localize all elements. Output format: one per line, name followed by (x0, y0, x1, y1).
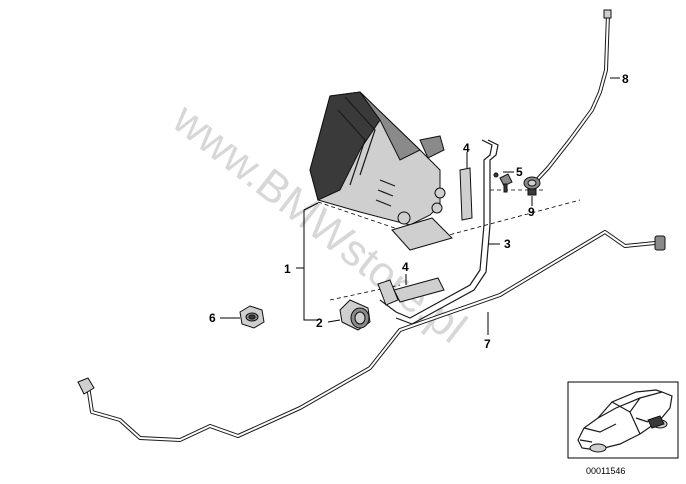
vent-pipe-long (77, 230, 666, 442)
callout-4-upper: 4 (463, 141, 470, 155)
charcoal-filter-canister (309, 91, 453, 251)
vent-pipe-upper (533, 9, 612, 184)
mounting-bracket (377, 139, 499, 325)
car-location-inset (567, 381, 679, 459)
rubber-pad-lower (393, 277, 445, 303)
hex-nut (239, 305, 265, 329)
callout-2: 2 (316, 316, 323, 330)
callout-1: 1 (284, 262, 291, 276)
rubber-mounting (339, 299, 371, 331)
callout-3: 3 (504, 237, 511, 251)
hose-clamp (523, 176, 541, 196)
leader-lines (220, 77, 620, 335)
callout-6: 6 (209, 311, 216, 325)
callout-7: 7 (484, 337, 491, 351)
catalog-number: 00011546 (586, 466, 625, 476)
rubber-pad-upper (459, 167, 473, 221)
callout-8: 8 (622, 72, 629, 86)
callout-4-lower: 4 (402, 260, 409, 274)
callout-9: 9 (528, 205, 535, 219)
screw (499, 173, 513, 193)
callout-5: 5 (516, 165, 523, 179)
